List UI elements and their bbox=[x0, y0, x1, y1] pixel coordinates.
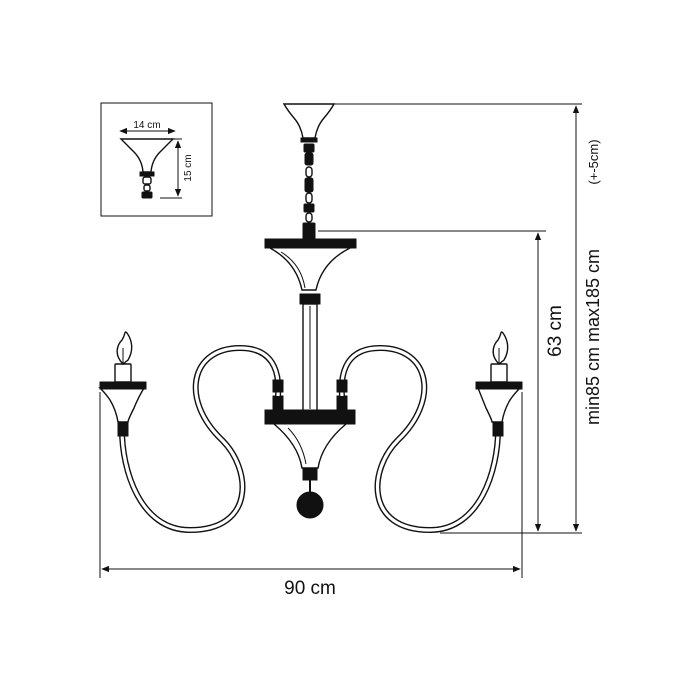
upper-plate bbox=[264, 238, 357, 249]
total-height-label: min85 cm max185 cm bbox=[583, 249, 603, 425]
chandelier bbox=[98, 103, 523, 534]
crystal-drop bbox=[296, 491, 324, 519]
inset-width-label: 14 cm bbox=[133, 120, 160, 131]
height-label: 63 cm bbox=[545, 305, 566, 357]
width-label: 90 cm bbox=[284, 578, 336, 599]
inset-height-label: 15 cm bbox=[183, 154, 194, 181]
left-arm bbox=[98, 331, 284, 534]
total-height-tolerance-label: (+-5cm) bbox=[586, 139, 601, 184]
right-arm bbox=[336, 331, 523, 534]
chain bbox=[302, 143, 316, 240]
ceiling-canopy bbox=[282, 103, 336, 139]
inset-frame bbox=[100, 102, 213, 217]
canopy-inset: 14 cm 15 cm bbox=[100, 102, 213, 217]
dimension-lines bbox=[99, 103, 582, 578]
lower-plate bbox=[264, 409, 356, 425]
